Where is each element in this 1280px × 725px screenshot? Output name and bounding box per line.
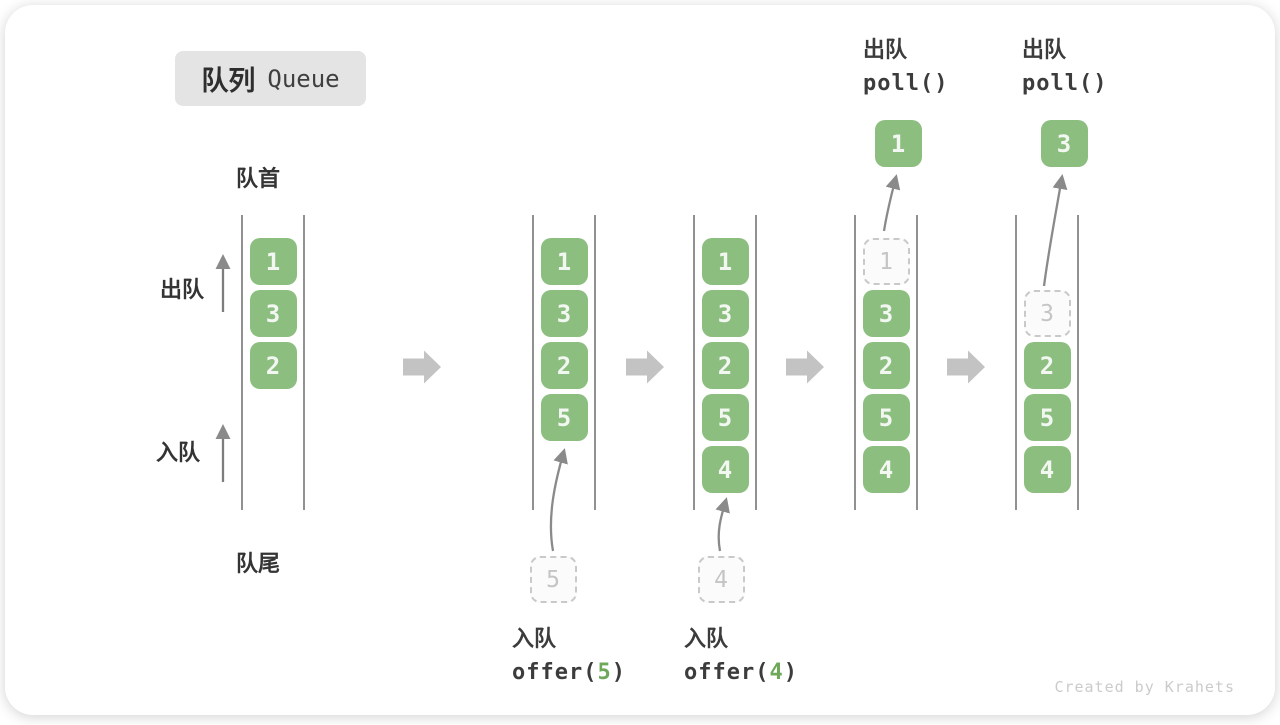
queue-item: 5 — [701, 394, 749, 441]
queue-item: 1 — [249, 238, 297, 285]
op-label-zh: 出队 — [1022, 37, 1067, 62]
curved-up-arrow-icon — [882, 174, 901, 232]
op-arg: 4 — [769, 660, 784, 685]
op-code: poll() — [863, 71, 949, 96]
queue-item-removed: 3 — [1023, 290, 1071, 337]
enqueue-candidate: 4 — [697, 556, 745, 603]
queue-item: 1 — [540, 238, 588, 285]
dequeued-item: 3 — [1040, 120, 1088, 167]
enqueue-op-label: 入队 offer(5) — [512, 622, 626, 690]
op-label-zh: 出队 — [863, 37, 908, 62]
title-en: Queue — [267, 64, 340, 93]
curved-up-arrow-icon — [1042, 174, 1068, 287]
right-block-arrow-icon — [947, 350, 985, 384]
diagram-lines-layer — [215, 174, 1079, 552]
queue-item: 2 — [862, 342, 910, 389]
op-label-zh: 入队 — [512, 626, 557, 651]
enqueue-direction-label: 入队 — [156, 440, 201, 465]
dequeue-op-label: 出队 poll() — [863, 33, 948, 101]
figure-card: 队列 Queue 队首 队尾 出队 入队 1 3 2 1 3 2 5 5 入队 offer(5) 1… — [5, 5, 1275, 715]
watermark: Created by Krahets — [1054, 678, 1235, 696]
queue-item: 3 — [862, 290, 910, 337]
op-label-zh: 入队 — [684, 626, 729, 651]
op-arg: 5 — [597, 660, 612, 685]
enqueue-op-label: 入队 offer(4) — [684, 622, 798, 690]
queue-item: 3 — [701, 290, 749, 337]
queue-item: 2 — [701, 342, 749, 389]
queue-item: 3 — [249, 290, 297, 337]
queue-item: 4 — [701, 446, 749, 493]
queue-item: 5 — [540, 394, 588, 441]
queue-item: 5 — [1023, 394, 1071, 441]
queue-item: 2 — [540, 342, 588, 389]
title-zh: 队列 — [201, 66, 256, 96]
queue-item: 5 — [862, 394, 910, 441]
dequeue-op-label: 出队 poll() — [1022, 33, 1107, 101]
curved-up-arrow-icon — [549, 448, 568, 552]
dequeue-direction-label: 出队 — [160, 277, 205, 302]
op-code: offer(5) — [512, 660, 626, 685]
curved-up-arrow-icon — [715, 497, 730, 552]
right-block-arrow-icon — [786, 350, 824, 384]
title-badge: 队列 Queue — [175, 51, 366, 106]
dequeued-item: 1 — [874, 120, 922, 167]
queue-item: 3 — [540, 290, 588, 337]
queue-item-removed: 1 — [862, 238, 910, 285]
queue-item: 2 — [249, 342, 297, 389]
queue-rear-label: 队尾 — [236, 551, 281, 576]
op-code: offer(4) — [684, 660, 798, 685]
queue-item: 4 — [1023, 446, 1071, 493]
queue-item: 4 — [862, 446, 910, 493]
right-block-arrow-icon — [626, 350, 664, 384]
enqueue-candidate: 5 — [529, 556, 577, 603]
queue-item: 2 — [1023, 342, 1071, 389]
op-code: poll() — [1022, 71, 1108, 96]
queue-item: 1 — [701, 238, 749, 285]
right-block-arrow-icon — [403, 350, 441, 384]
queue-front-label: 队首 — [236, 166, 281, 191]
